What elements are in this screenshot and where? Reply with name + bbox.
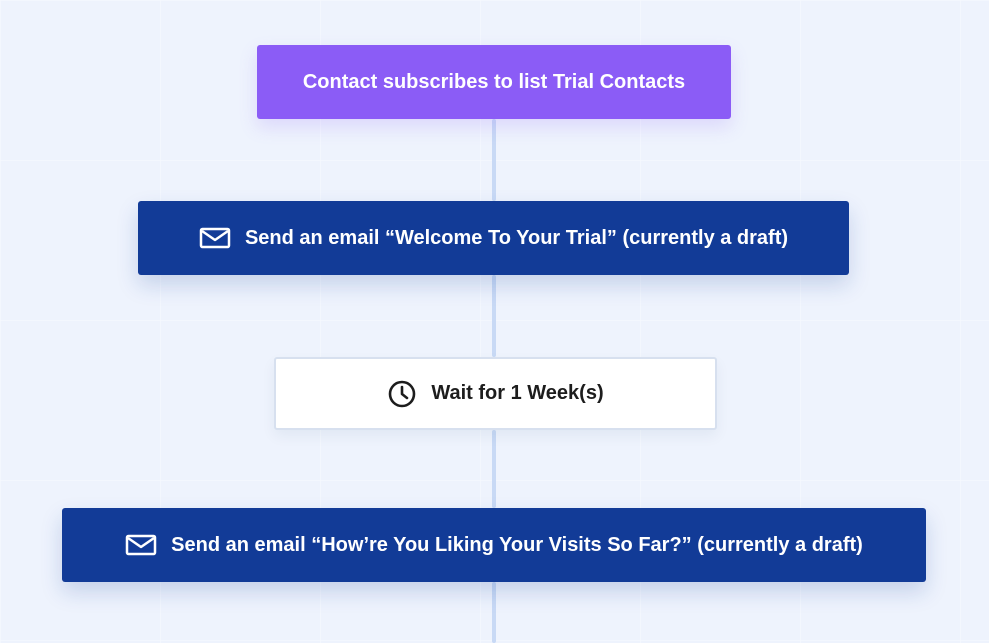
connector-step-2-to-step-3 — [492, 430, 496, 508]
workflow-trigger-node[interactable]: Contact subscribes to list Trial Contact… — [257, 45, 731, 119]
workflow-step-wait[interactable]: Wait for 1 Week(s) — [274, 357, 717, 430]
clock-icon — [387, 379, 417, 409]
workflow-step-2-label: Wait for 1 Week(s) — [431, 382, 604, 404]
workflow-step-1-label: Send an email “Welcome To Your Trial” (c… — [244, 226, 789, 249]
connector-step-1-to-step-2 — [492, 275, 496, 357]
workflow-step-3-label: Send an email “How’re You Liking Your Vi… — [171, 533, 863, 556]
envelope-icon — [199, 226, 231, 250]
connector-step-3-down — [492, 582, 496, 643]
workflow-step-send-email-visits[interactable]: Send an email “How’re You Liking Your Vi… — [62, 508, 926, 582]
workflow-step-send-email-welcome[interactable]: Send an email “Welcome To Your Trial” (c… — [138, 201, 849, 275]
connector-trigger-to-step-1 — [492, 119, 496, 201]
envelope-icon — [125, 533, 157, 557]
workflow-trigger-label: Contact subscribes to list Trial Contact… — [302, 70, 686, 93]
